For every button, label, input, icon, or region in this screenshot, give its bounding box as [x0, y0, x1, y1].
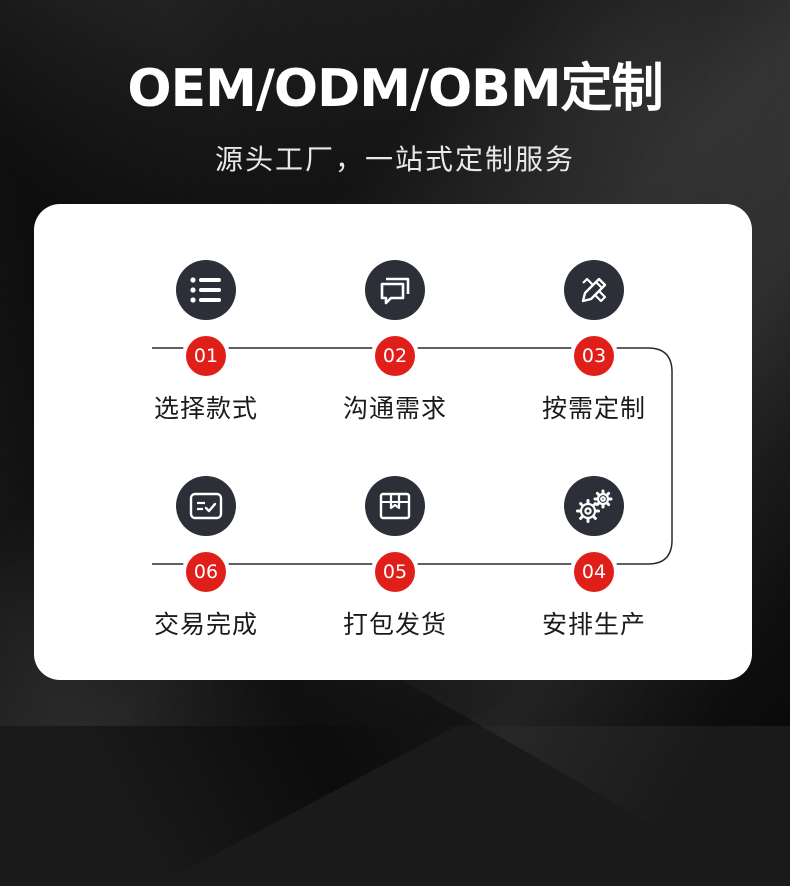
step-01: 01 选择款式 [116, 260, 296, 424]
package-icon [365, 476, 425, 536]
step-04: 04 安排生产 [504, 476, 684, 640]
step-label: 按需定制 [541, 394, 646, 423]
step-06: 06 交易完成 [116, 476, 296, 640]
chat-icon [365, 260, 425, 320]
pencil-ruler-icon [564, 260, 624, 320]
step-number: 01 [182, 332, 230, 380]
step-03: 03 按需定制 [504, 260, 684, 424]
page-subtitle: 源头工厂，一站式定制服务 [214, 143, 575, 176]
step-number: 02 [371, 332, 419, 380]
step-number: 05 [371, 548, 419, 596]
step-02: 02 沟通需求 [305, 260, 485, 424]
list-icon [176, 260, 236, 320]
step-label: 沟通需求 [342, 394, 447, 423]
step-number: 03 [570, 332, 618, 380]
step-number: 04 [570, 548, 618, 596]
step-label: 选择款式 [153, 394, 258, 423]
gears-icon [564, 476, 624, 536]
page-title: OEM/ODM/OBM定制 [127, 59, 663, 119]
step-label: 交易完成 [153, 610, 258, 639]
step-label: 安排生产 [541, 610, 646, 639]
step-label: 打包发货 [342, 610, 447, 639]
checklist-icon [176, 476, 236, 536]
step-05: 05 打包发货 [305, 476, 485, 640]
step-number: 06 [182, 548, 230, 596]
